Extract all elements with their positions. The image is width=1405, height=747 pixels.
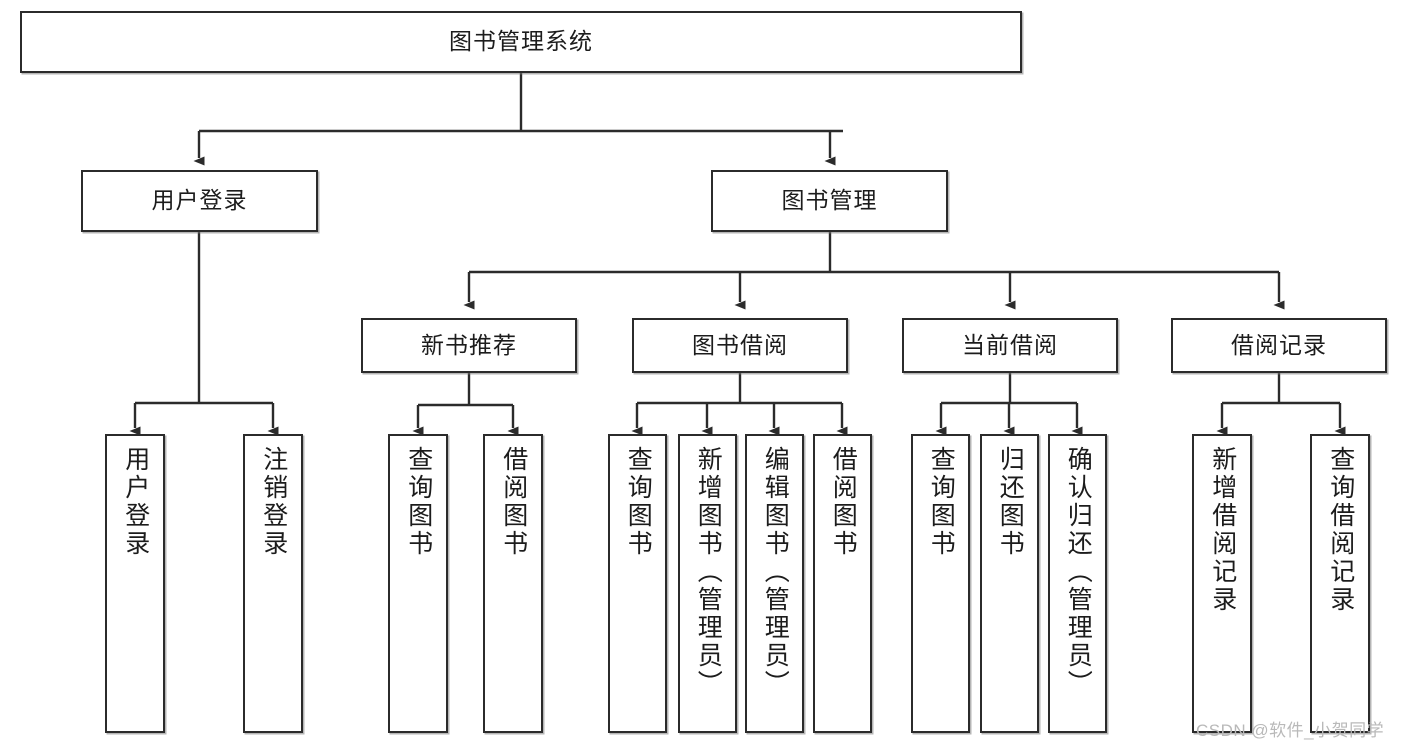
node-label: 编辑图书（管理员） — [761, 446, 790, 698]
leaf-current-confirm-return-admin[interactable]: 确认归还（管理员） — [1048, 434, 1107, 733]
node-label: 借阅图书 — [829, 446, 858, 558]
node-label: 新增借阅记录 — [1208, 446, 1237, 614]
node-new-book-recommend[interactable]: 新书推荐 — [361, 318, 577, 373]
node-label: 查询借阅记录 — [1326, 446, 1355, 614]
node-label: 新增图书（管理员） — [694, 446, 723, 698]
leaf-recommend-query-book[interactable]: 查询图书 — [388, 434, 448, 733]
leaf-borrow-query-book[interactable]: 查询图书 — [608, 434, 667, 733]
node-label: 用户登录 — [121, 446, 150, 558]
node-book-management[interactable]: 图书管理 — [711, 170, 948, 232]
node-user-login[interactable]: 用户登录 — [81, 170, 318, 232]
node-label: 图书管理系统 — [449, 28, 593, 55]
leaf-current-return-book[interactable]: 归还图书 — [980, 434, 1039, 733]
leaf-borrow-add-book-admin[interactable]: 新增图书（管理员） — [678, 434, 737, 733]
node-label: 图书借阅 — [692, 331, 788, 358]
node-current-borrow[interactable]: 当前借阅 — [902, 318, 1118, 373]
node-label: 查询图书 — [624, 446, 653, 558]
node-label: 当前借阅 — [962, 331, 1058, 358]
node-label: 图书管理 — [781, 187, 878, 214]
node-root-book-management-system[interactable]: 图书管理系统 — [20, 11, 1022, 73]
node-label: 查询图书 — [404, 446, 433, 558]
node-label: 归还图书 — [996, 446, 1025, 558]
leaf-borrow-edit-book-admin[interactable]: 编辑图书（管理员） — [745, 434, 804, 733]
leaf-borrow-lend-book[interactable]: 借阅图书 — [813, 434, 872, 733]
node-label: 注销登录 — [259, 446, 288, 558]
leaf-current-query-book[interactable]: 查询图书 — [911, 434, 970, 733]
leaf-user-logout[interactable]: 注销登录 — [243, 434, 303, 733]
watermark-text: CSDN @软件_小贺同学 — [1196, 721, 1385, 740]
leaf-user-login[interactable]: 用户登录 — [105, 434, 165, 733]
leaf-record-add-borrow-record[interactable]: 新增借阅记录 — [1192, 434, 1252, 733]
node-label: 借阅记录 — [1231, 331, 1327, 358]
node-label: 查询图书 — [927, 446, 956, 558]
leaf-record-query-borrow-record[interactable]: 查询借阅记录 — [1310, 434, 1370, 733]
node-label: 用户登录 — [151, 187, 248, 214]
node-label: 确认归还（管理员） — [1064, 446, 1093, 698]
node-borrow-record[interactable]: 借阅记录 — [1171, 318, 1387, 373]
node-label: 借阅图书 — [499, 446, 528, 558]
node-book-borrow[interactable]: 图书借阅 — [632, 318, 848, 373]
node-label: 新书推荐 — [421, 331, 517, 358]
leaf-recommend-borrow-book[interactable]: 借阅图书 — [483, 434, 543, 733]
